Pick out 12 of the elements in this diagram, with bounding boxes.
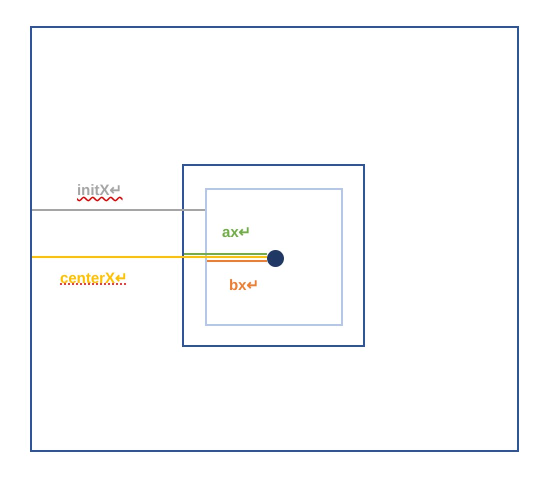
- connector-line: [207, 260, 267, 262]
- edge-label: bx↵: [229, 277, 260, 295]
- middle-rectangle: [182, 164, 365, 347]
- edge-label: initX↵: [77, 182, 122, 200]
- edge-label: centerX↵: [60, 270, 128, 288]
- center-dot: [267, 250, 284, 267]
- connector-line: [32, 256, 267, 258]
- outer-rectangle: [30, 26, 519, 452]
- connector-line: [184, 253, 267, 255]
- edge-label: ax↵: [222, 224, 252, 242]
- connector-line: [32, 209, 205, 211]
- inner-rectangle: [205, 188, 343, 326]
